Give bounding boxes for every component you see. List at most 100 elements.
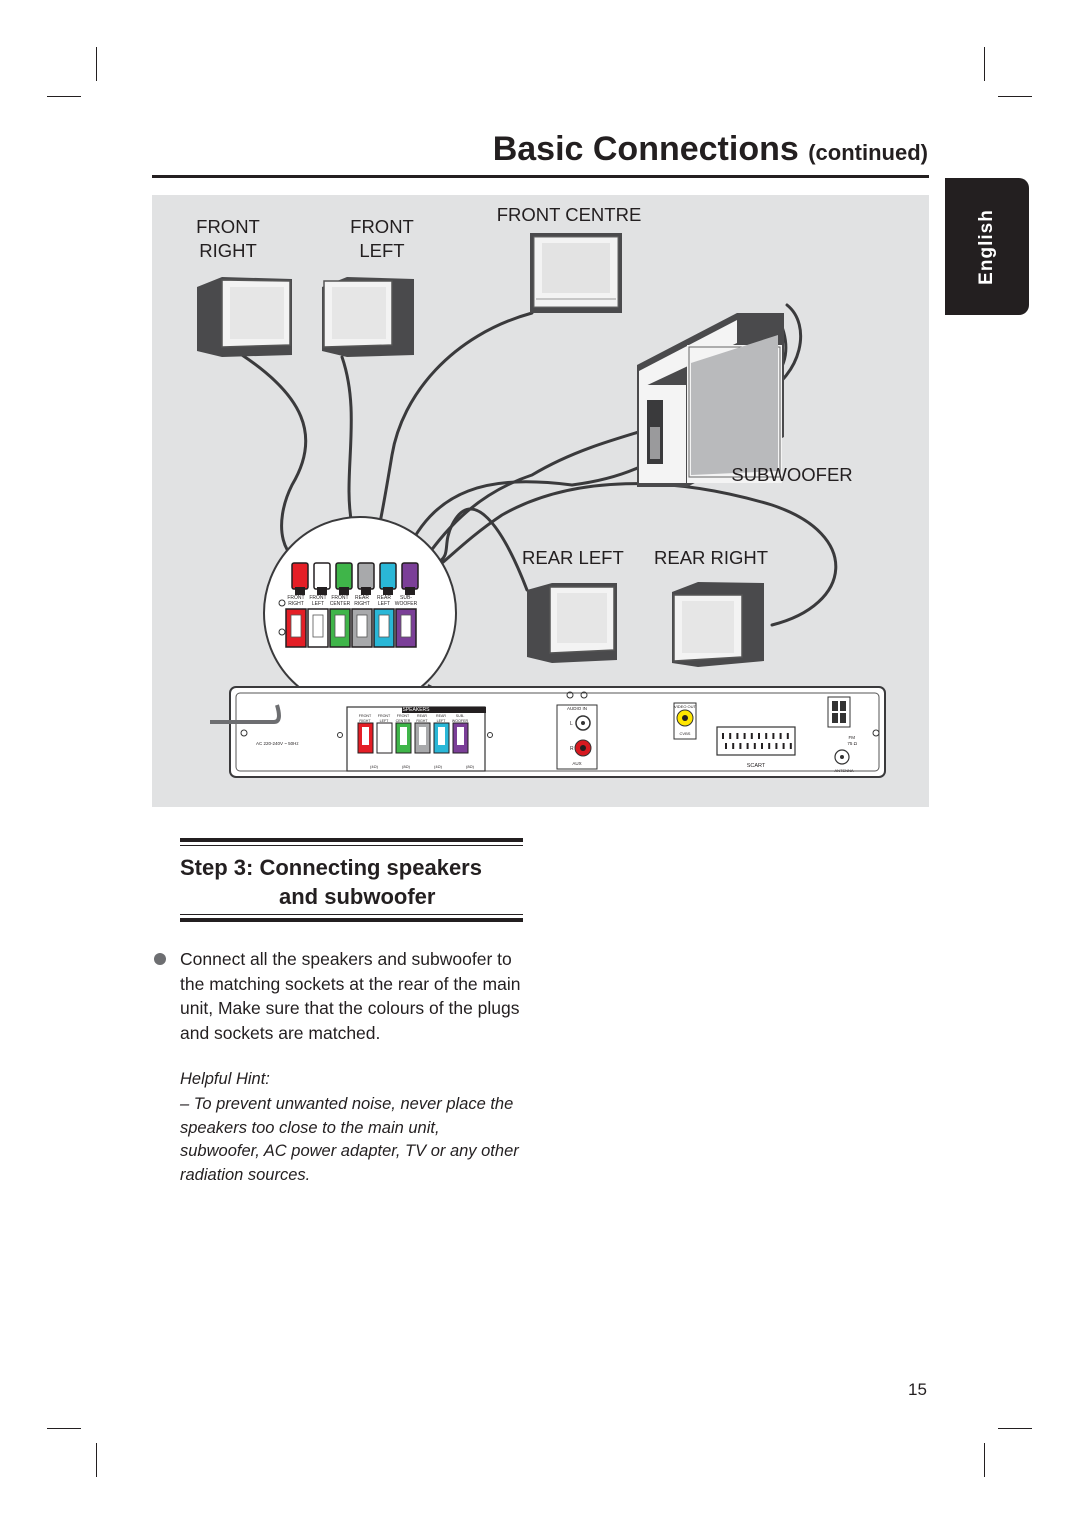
scart-pin bbox=[729, 733, 732, 739]
terminal-label: RIGHT bbox=[354, 601, 370, 607]
panel-impedance-labels: (4Ω)(8Ω)(4Ω)(8Ω) bbox=[370, 764, 475, 769]
impedance-label: (4Ω) bbox=[434, 764, 443, 769]
panel-socket-hole bbox=[457, 727, 464, 745]
plug-front-left bbox=[313, 562, 331, 590]
plug-tip bbox=[405, 587, 415, 595]
page-number: 15 bbox=[908, 1380, 927, 1399]
screw-hole bbox=[278, 599, 286, 607]
crop-mark bbox=[47, 96, 81, 97]
terminal-label: SUB- bbox=[400, 595, 412, 601]
scart-pin bbox=[789, 743, 792, 749]
panel-terminal-label: WOOFER bbox=[452, 719, 469, 723]
panel-terminal-label: LEFT bbox=[437, 719, 447, 723]
panel-socket-hole bbox=[381, 727, 388, 745]
scart-pin bbox=[775, 743, 778, 749]
page-title-suffix: (continued) bbox=[808, 140, 928, 165]
scart-pin bbox=[768, 743, 771, 749]
socket-hole bbox=[356, 614, 368, 638]
panel-terminal-label: LEFT bbox=[380, 719, 390, 723]
plug-rear-right bbox=[357, 562, 375, 590]
terminal-label: LEFT bbox=[378, 601, 390, 607]
hint-title: Helpful Hint: bbox=[180, 1070, 270, 1088]
rear-right-speaker bbox=[672, 582, 764, 667]
scart-pin bbox=[725, 743, 727, 749]
panel-terminal-label: RIGHT bbox=[359, 719, 371, 723]
step-heading-rule-bottom bbox=[180, 918, 523, 922]
impedance-label: (8Ω) bbox=[466, 764, 475, 769]
crop-mark bbox=[47, 1428, 81, 1429]
socket-hole bbox=[400, 614, 412, 638]
panel-cvbs-label: CVBS bbox=[680, 731, 691, 736]
panel-terminal-label: REAR bbox=[417, 714, 427, 718]
panel-terminal-label: REAR bbox=[436, 714, 446, 718]
label-rear-left: REAR LEFT bbox=[522, 547, 624, 568]
language-tab-label: English bbox=[976, 208, 997, 285]
panel-terminal-label: CENTER bbox=[396, 719, 411, 723]
scart-pin bbox=[758, 733, 760, 739]
crop-mark bbox=[984, 47, 985, 81]
socket-hole bbox=[378, 614, 390, 638]
crop-mark bbox=[96, 1443, 97, 1477]
panel-channel-r: R bbox=[570, 746, 574, 752]
plug-front-right bbox=[291, 562, 309, 590]
terminal-label: RIGHT bbox=[288, 601, 304, 607]
plug-subwoofer bbox=[401, 562, 419, 590]
scart-pin bbox=[750, 733, 753, 739]
panel-antenna-label: ANTENNA bbox=[834, 768, 853, 773]
panel-aux-label: AUX bbox=[572, 761, 581, 766]
instruction-text: Connect all the speakers and subwoofer t… bbox=[180, 949, 521, 1043]
page-title: Basic Connections (continued) bbox=[493, 130, 928, 169]
main-unit-rear-panel bbox=[210, 686, 886, 778]
label-front-centre: FRONT CENTRE bbox=[496, 204, 642, 225]
front-centre-speaker bbox=[530, 233, 622, 313]
panel-terminal-label: RIGHT bbox=[416, 719, 428, 723]
terminal-label: REAR bbox=[355, 595, 369, 601]
front-right-speaker bbox=[197, 277, 292, 357]
connection-diagram-svg: FRONTRIGHTFRONTLEFTFRONTCENTERREARRIGHTR… bbox=[197, 233, 886, 778]
scart-pin bbox=[772, 733, 775, 739]
crop-mark bbox=[984, 1443, 985, 1477]
socket-hole bbox=[334, 614, 346, 638]
panel-socket-hole bbox=[362, 727, 369, 745]
panel-socket-hole bbox=[438, 727, 445, 745]
impedance-label: (8Ω) bbox=[402, 764, 411, 769]
scart-pin bbox=[732, 743, 735, 749]
panel-video-out-label: VIDEO OUT bbox=[674, 704, 697, 709]
label-front-left: FRONT LEFT bbox=[350, 216, 414, 261]
step-heading-rule-top-thin bbox=[180, 845, 523, 846]
plug-tip bbox=[317, 587, 327, 595]
scart-pin bbox=[786, 733, 789, 739]
scart-pin bbox=[722, 733, 724, 739]
terminal-label: CENTER bbox=[330, 601, 351, 607]
terminal-label: WOOFER bbox=[395, 601, 418, 607]
panel-terminal-label: FRONT bbox=[359, 714, 372, 718]
terminal-label: REAR bbox=[377, 595, 391, 601]
label-front-right: FRONT RIGHT bbox=[196, 216, 260, 261]
plug-tip bbox=[295, 587, 305, 595]
cable-front-right bbox=[240, 353, 314, 565]
panel-fm-label: FM bbox=[849, 735, 856, 740]
scart-pin bbox=[761, 743, 763, 749]
language-tab: English bbox=[945, 178, 1029, 315]
screw-hole bbox=[278, 628, 286, 636]
label-subwoofer: SUBWOOFER bbox=[731, 464, 853, 485]
crop-mark bbox=[998, 96, 1032, 97]
magnifier-sockets bbox=[285, 608, 417, 648]
panel-channel-l: L bbox=[570, 721, 573, 727]
cable-rear-right bbox=[440, 482, 838, 627]
plug-tip bbox=[383, 587, 393, 595]
panel-terminal-label: FRONT bbox=[378, 714, 391, 718]
cable-rear-left bbox=[435, 507, 529, 592]
scart-pins bbox=[722, 733, 792, 749]
panel-scart-label: SCART bbox=[747, 763, 766, 769]
terminal-label: FRONT bbox=[287, 595, 304, 601]
panel-terminal-label: FRONT bbox=[397, 714, 410, 718]
plug-tip bbox=[361, 587, 371, 595]
socket-hole bbox=[290, 614, 302, 638]
magnifier-terminal-labels: FRONTRIGHTFRONTLEFTFRONTCENTERREARRIGHTR… bbox=[287, 595, 417, 607]
panel-socket-hole bbox=[419, 727, 426, 745]
page-title-main: Basic Connections bbox=[492, 130, 799, 168]
step-heading-line1: Step 3: Connecting speakers bbox=[180, 855, 482, 880]
step-heading-line2: and subwoofer bbox=[279, 884, 436, 909]
plug-front-centre bbox=[335, 562, 353, 590]
